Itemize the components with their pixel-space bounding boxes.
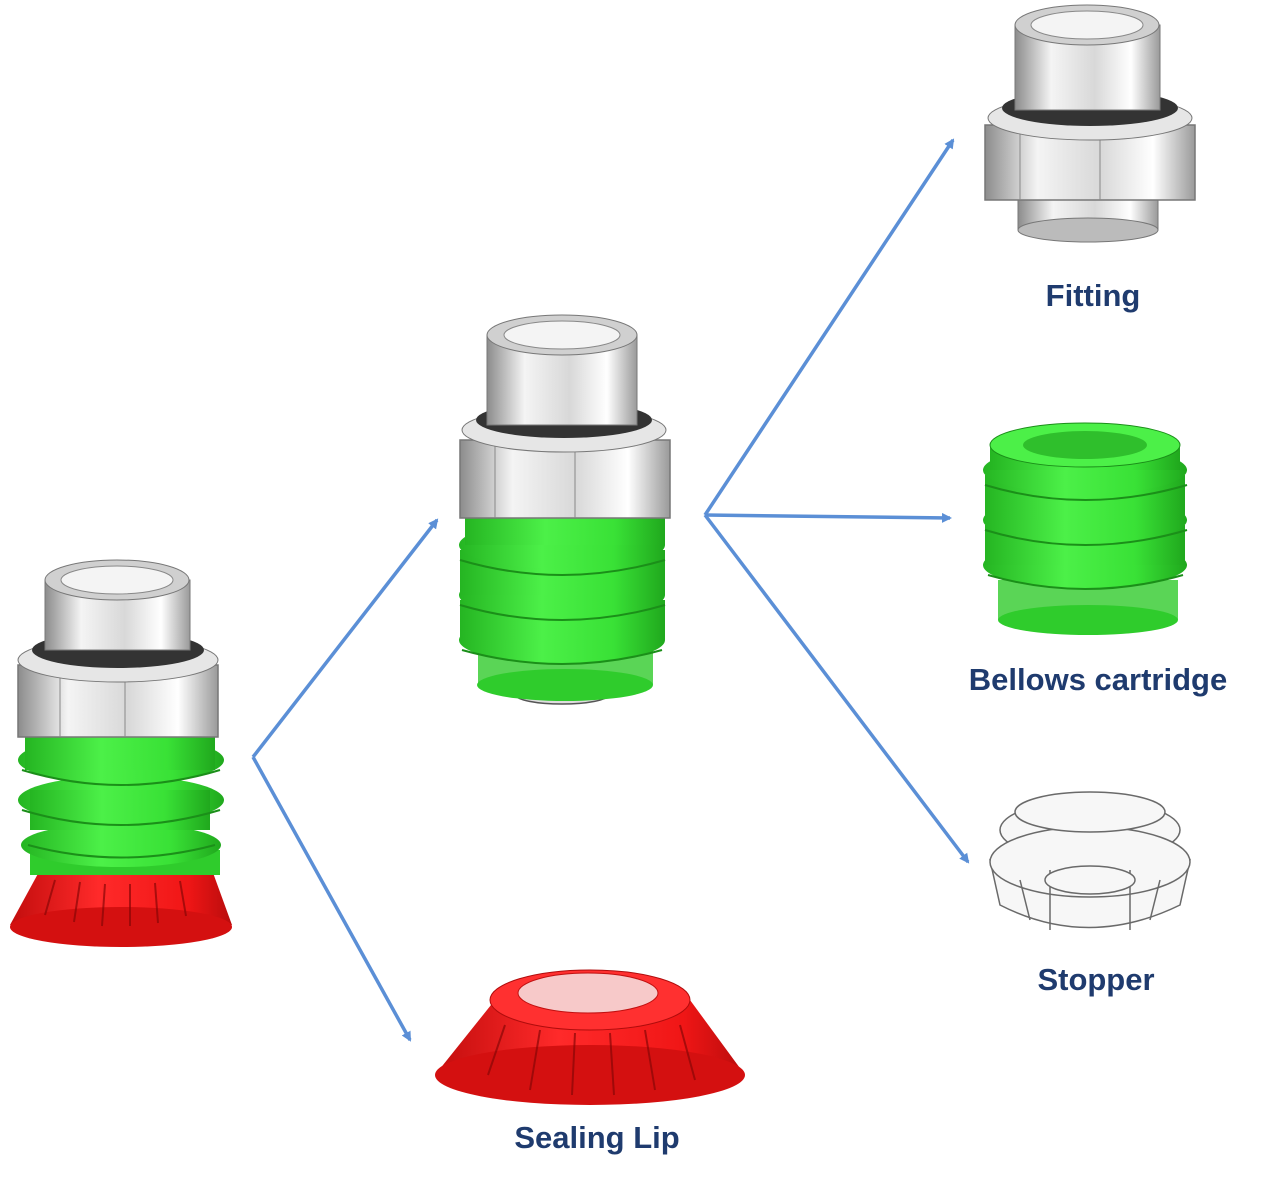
bellows-cartridge-image	[983, 422, 1188, 635]
sealing-lip-label: Sealing Lip	[514, 1120, 680, 1155]
stopper-label: Stopper	[1037, 962, 1155, 997]
arrow-to-bellows-assembly	[251, 518, 439, 759]
arrow-to-stopper	[703, 513, 970, 864]
bellows-assembly-image	[459, 314, 671, 705]
fitting-image	[984, 4, 1196, 243]
arrows	[251, 138, 970, 1042]
fitting-label: Fitting	[1045, 278, 1141, 313]
sealing-lip-image	[435, 969, 745, 1105]
arrow-to-sealing-lip	[251, 756, 412, 1042]
suction-cup-assembly-image	[10, 559, 232, 947]
arrow-to-fitting	[703, 138, 955, 516]
arrow-to-bellows-cartridge	[704, 512, 952, 523]
bellows-cartridge-label: Bellows cartridge	[968, 662, 1228, 697]
stopper-image	[989, 791, 1191, 930]
